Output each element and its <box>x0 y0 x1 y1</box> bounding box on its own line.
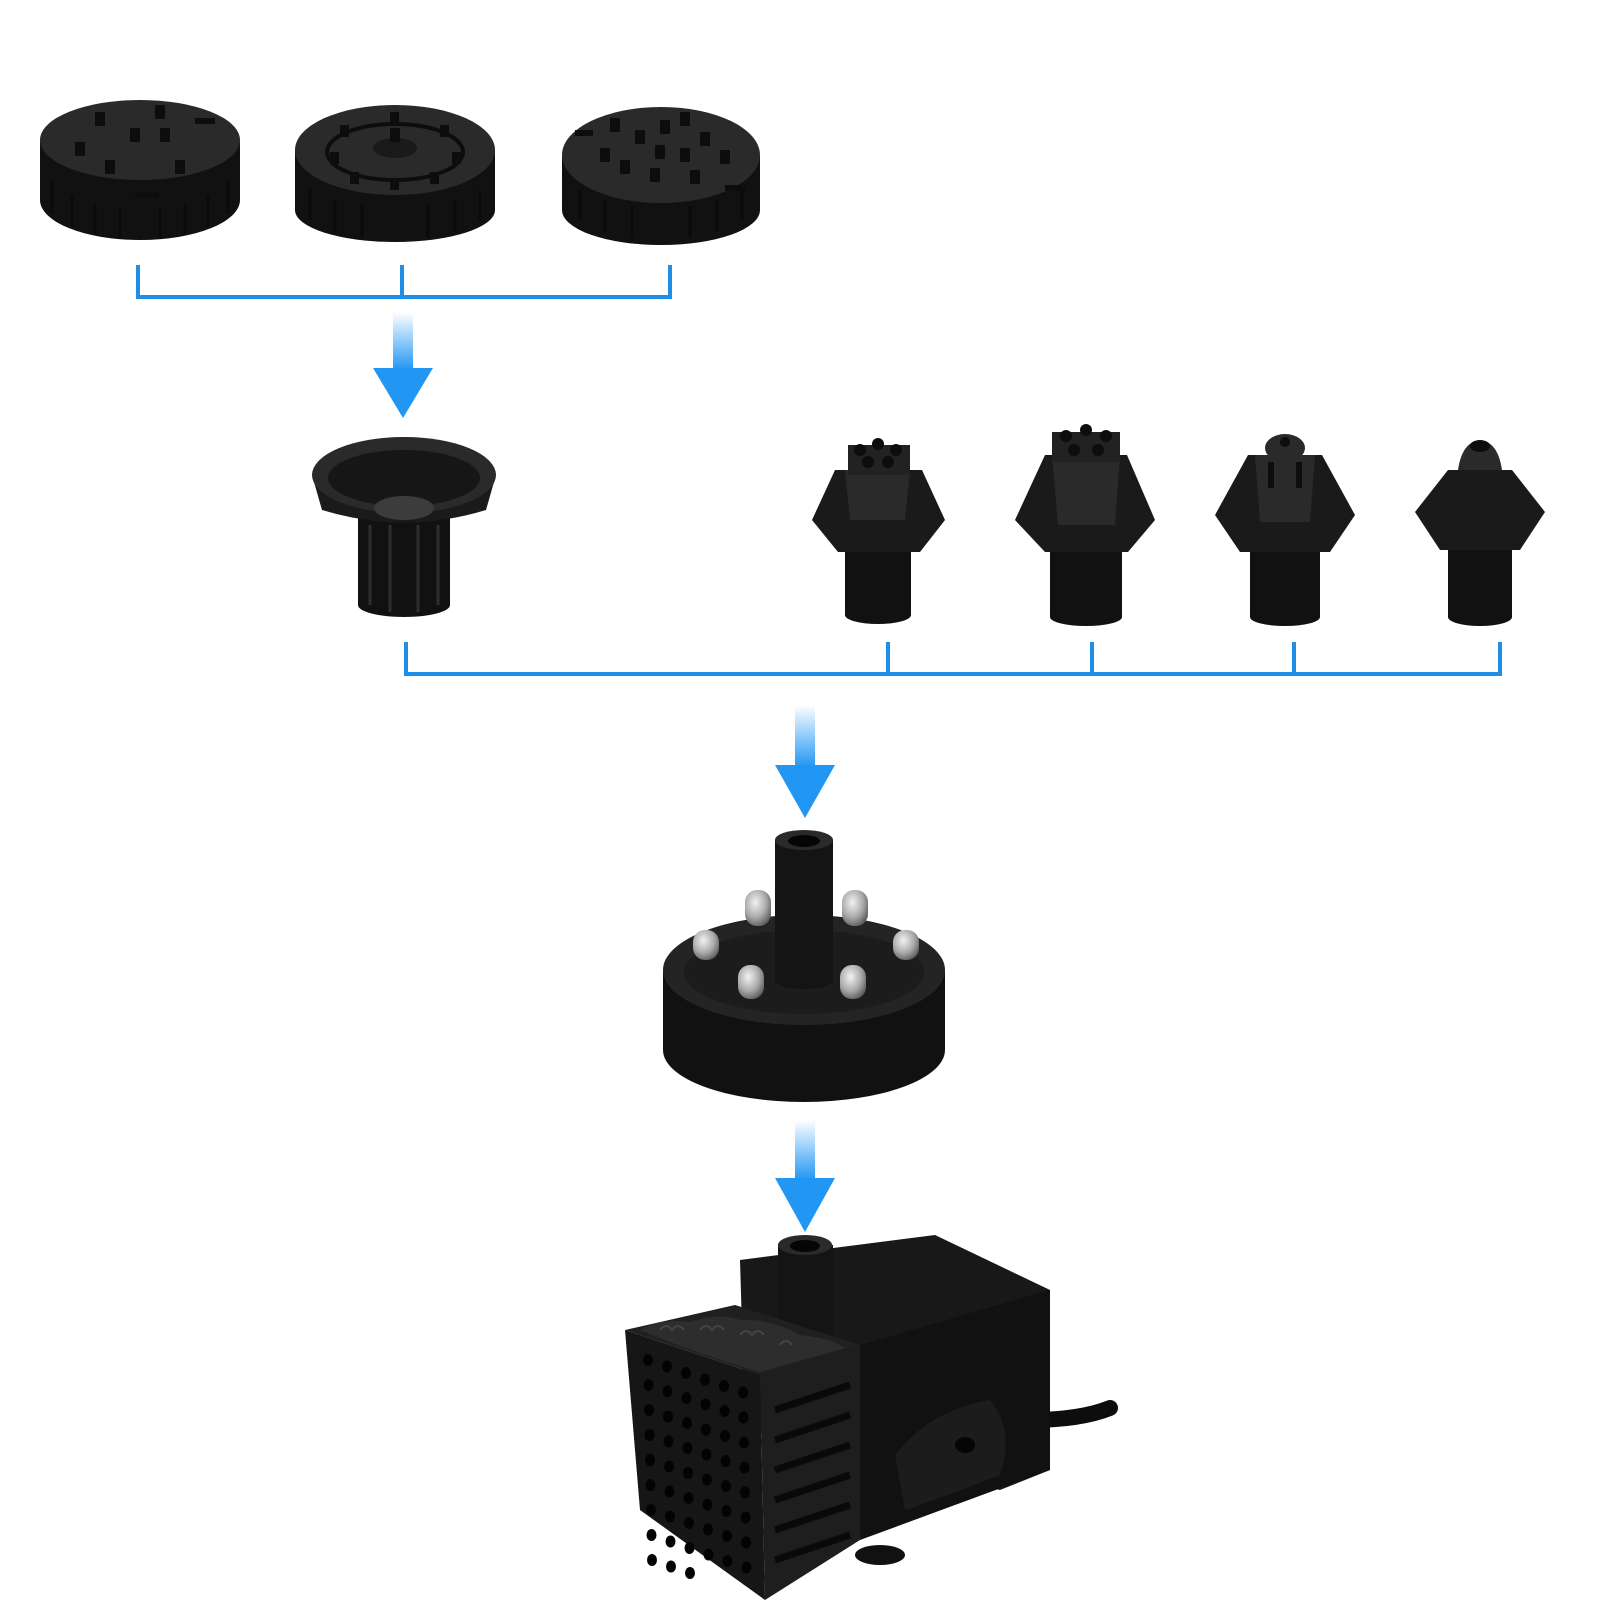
intake-hole <box>703 1548 714 1561</box>
intake-hole <box>665 1510 675 1523</box>
intake-hole <box>741 1561 752 1574</box>
intake-hole <box>685 1567 695 1579</box>
intake-hole <box>645 1454 655 1466</box>
intake-hole <box>739 1461 750 1474</box>
intake-hole <box>662 1360 672 1373</box>
intake-hole <box>719 1380 729 1392</box>
intake-hole <box>647 1554 657 1566</box>
intake-hole <box>701 1423 711 1436</box>
intake-hole <box>662 1385 673 1398</box>
intake-hole <box>681 1367 691 1379</box>
intake-hole <box>664 1460 674 1473</box>
flow-arrow-down-3 <box>775 1120 835 1232</box>
intake-hole <box>740 1511 751 1524</box>
intake-hole <box>700 1373 710 1386</box>
intake-hole <box>663 1410 673 1423</box>
intake-hole <box>702 1473 712 1486</box>
intake-hole <box>701 1448 712 1461</box>
intake-grid <box>643 1354 752 1579</box>
intake-hole <box>644 1404 654 1416</box>
connector-bracket-nozzles <box>404 642 1502 676</box>
intake-hole <box>643 1354 653 1366</box>
intake-hole <box>683 1467 693 1479</box>
flow-arrow-down-1 <box>373 312 433 418</box>
intake-hole <box>741 1536 751 1549</box>
intake-hole <box>721 1505 732 1517</box>
intake-hole <box>702 1498 713 1511</box>
spray-disc-multi-jet-icon <box>562 107 760 245</box>
intake-hole <box>664 1485 675 1498</box>
intake-hole <box>684 1517 694 1529</box>
intake-hole <box>739 1436 749 1449</box>
intake-hole <box>682 1417 692 1429</box>
nozzle-single-jet-icon <box>1415 440 1545 626</box>
intake-hole <box>738 1386 748 1399</box>
intake-hole <box>700 1398 711 1411</box>
intake-hole <box>720 1430 730 1442</box>
intake-hole <box>740 1486 750 1499</box>
intake-hole <box>719 1405 730 1417</box>
intake-hole <box>682 1442 693 1454</box>
intake-hole <box>722 1555 733 1567</box>
intake-hole <box>722 1530 732 1542</box>
disc-adapter-icon <box>312 437 496 617</box>
intake-hole <box>663 1435 674 1448</box>
submersible-pump-icon <box>625 1235 1118 1600</box>
spray-disc-7-jet-icon <box>40 100 240 240</box>
intake-hole <box>644 1429 655 1441</box>
intake-hole <box>721 1480 731 1492</box>
intake-hole <box>665 1535 676 1548</box>
intake-hole <box>684 1542 695 1554</box>
intake-hole <box>643 1379 654 1391</box>
intake-hole <box>683 1492 694 1504</box>
intake-hole <box>646 1504 656 1516</box>
flow-arrow-down-2 <box>775 705 835 818</box>
nozzle-tall-multi-hole-icon <box>1015 424 1155 626</box>
intake-hole <box>646 1529 657 1541</box>
spray-disc-group <box>40 100 760 245</box>
intake-hole <box>703 1523 713 1536</box>
spray-disc-ring-icon <box>295 105 495 242</box>
connector-bracket-discs <box>136 265 672 299</box>
nozzle-dome-icon <box>1215 434 1355 626</box>
led-lens-group <box>693 890 919 999</box>
intake-hole <box>645 1479 656 1491</box>
intake-hole <box>681 1392 692 1404</box>
nozzle-multi-hole-icon <box>812 438 945 624</box>
led-ring-icon <box>663 830 945 1102</box>
intake-hole <box>720 1455 731 1467</box>
intake-hole <box>738 1411 749 1424</box>
intake-hole <box>666 1560 676 1573</box>
